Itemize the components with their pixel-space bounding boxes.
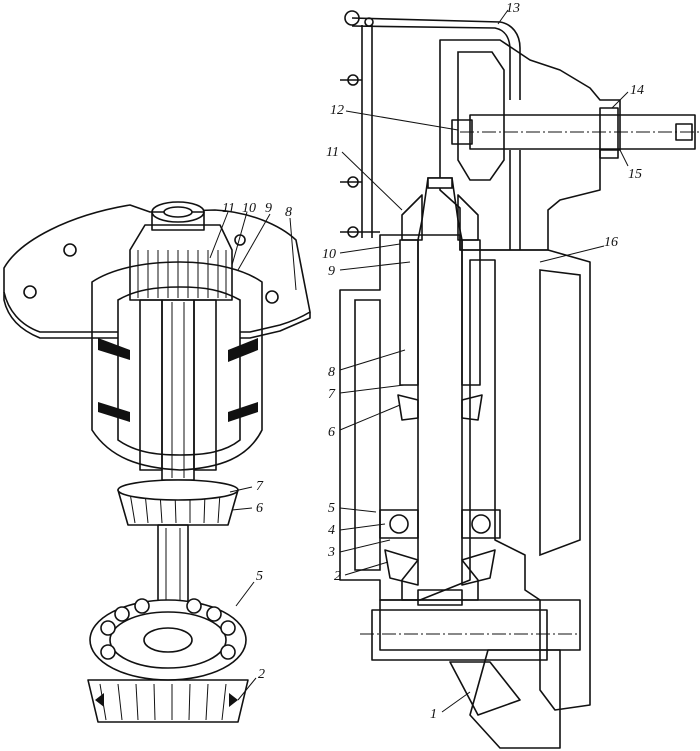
right-callout-1: 1 [430,707,437,722]
mounting-flange-plate [3,204,311,333]
right-sectional-view: 13 14 12 15 11 16 10 9 8 7 6 5 4 3 2 1 [322,1,700,749]
right-callout-15: 15 [628,167,642,182]
right-callout-2: 2 [334,569,341,584]
left-callout-7: 7 [256,479,264,494]
housing-body [91,261,263,471]
upper-housing-cavity [457,51,505,181]
casing-inner-wall [539,269,581,557]
section-bevel-gear [461,549,496,586]
right-callout-10: 10 [322,247,336,262]
bottom-bevel-gear [87,679,249,723]
left-callout-leaders [209,211,297,701]
left-callout-5: 5 [256,569,263,584]
shaft-top-cap [427,177,453,189]
top-bevel-gear [129,201,233,301]
right-callout-13: 13 [506,1,520,16]
right-callout-3: 3 [327,545,335,560]
housing-rib [98,338,130,360]
right-callout-16: 16 [604,235,618,250]
ball-bearing [89,598,247,681]
section-ball-bearing [379,509,501,539]
seal-ring [599,107,619,159]
section-bevel-gear [384,549,419,586]
flange-bolt-hole [63,243,77,257]
right-callout-5: 5 [328,501,335,516]
mid-bevel-gear [461,394,483,421]
housing-rib [228,338,258,362]
flange-edge [3,292,311,339]
left-callout-9: 9 [265,201,272,216]
mid-bevel-gear [397,394,419,421]
middle-gear [117,479,239,526]
left-callout-11: 11 [222,201,235,216]
lower-casing [469,649,561,749]
left-callout-10: 10 [242,201,256,216]
housing-rib [228,402,258,422]
right-callout-7: 7 [328,387,336,402]
right-callout-8: 8 [328,365,335,380]
control-linkage [340,10,521,238]
left-callout-6: 6 [256,501,263,516]
flange-bolt-hole [23,285,37,299]
housing-rib [98,402,130,422]
shaft-bushing [461,239,481,386]
lower-bevel-gear [449,661,521,716]
right-callout-leaders [339,9,629,713]
right-callout-14: 14 [630,83,644,98]
left-isometric-view: 11 10 9 8 7 6 5 2 [3,201,311,723]
shaft-bushing [399,239,419,386]
output-shaft-key [675,123,693,141]
left-callout-8: 8 [285,205,292,220]
flange-bolt-hole [265,290,279,304]
vertical-shaft [401,177,479,601]
right-callout-4: 4 [328,523,335,538]
housing-cutaway-window [117,286,241,456]
casing-cavity [354,299,381,571]
drive-shaft-housing [379,599,581,651]
pinion-gear [401,194,423,241]
right-callout-9: 9 [328,264,335,279]
right-callout-11: 11 [326,145,339,160]
shaft-sleeve [139,299,163,471]
left-callout-2: 2 [258,667,265,682]
drive-shaft [371,609,548,661]
shaft-sleeve [193,299,217,471]
right-callout-6: 6 [328,425,335,440]
sealing-washer [451,119,473,145]
pinion-gear [457,194,479,241]
right-callout-12: 12 [330,103,344,118]
